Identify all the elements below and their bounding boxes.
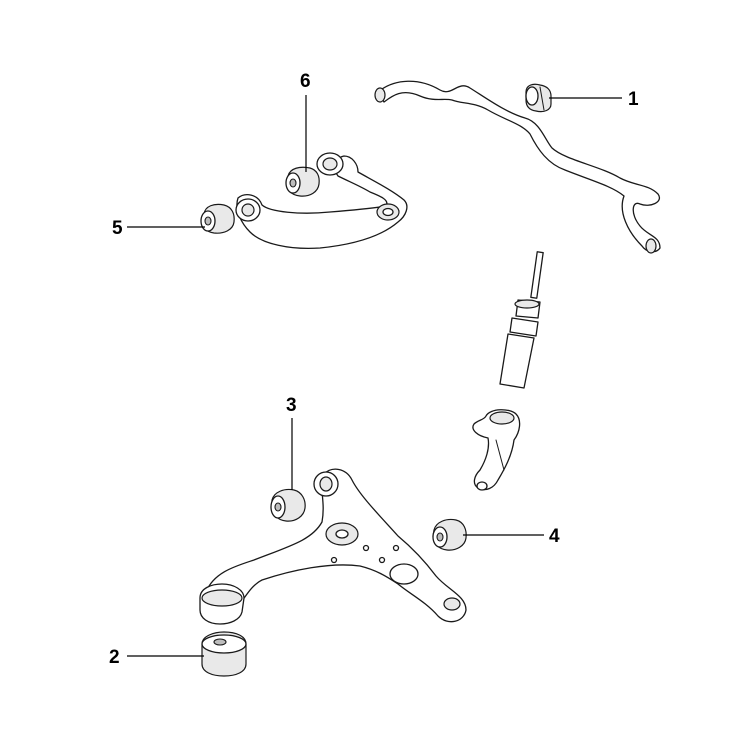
lower-control-arm [199,468,467,625]
callout-labels: 1 2 3 4 5 6 [109,71,639,668]
shock-absorber [499,251,544,389]
callout-2: 2 [109,647,120,668]
leader-lines [127,95,622,657]
callout-6: 6 [300,71,311,92]
callout-5: 5 [112,218,123,239]
lower-front-bushing-part [270,488,306,522]
stabilizer-bar [374,80,661,254]
stabilizer-bushing-part [525,83,552,113]
upper-front-bushing-part [285,166,320,197]
upper-rear-bushing-part [200,203,235,234]
steering-knuckle [472,409,521,491]
lower-rear-bushing-part [201,631,247,677]
callout-1: 1 [628,89,639,110]
upper-control-arm [235,152,408,250]
lower-inner-bushing-part [432,518,467,551]
callout-4: 4 [549,526,560,547]
callout-3: 3 [286,395,297,416]
